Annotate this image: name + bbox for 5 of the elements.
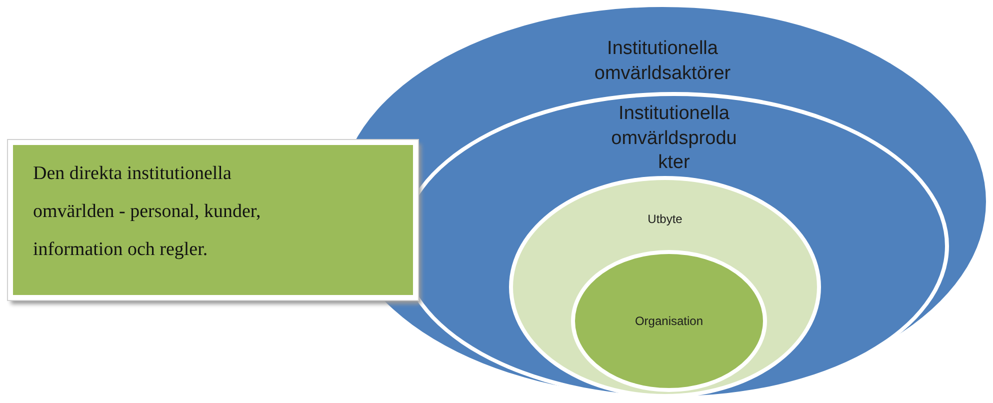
box-text: Den direkta institutionella omvärlden - personal, kunder, information och regler.	[33, 162, 262, 262]
ellipse-label: Institutionella omvärldsprodu kter	[610, 102, 738, 176]
ellipse-label: Organisation	[634, 314, 704, 330]
ellipse-label: Institutionella omvärldsaktörer	[593, 37, 732, 86]
ellipse-label: Utbyte	[646, 212, 684, 228]
